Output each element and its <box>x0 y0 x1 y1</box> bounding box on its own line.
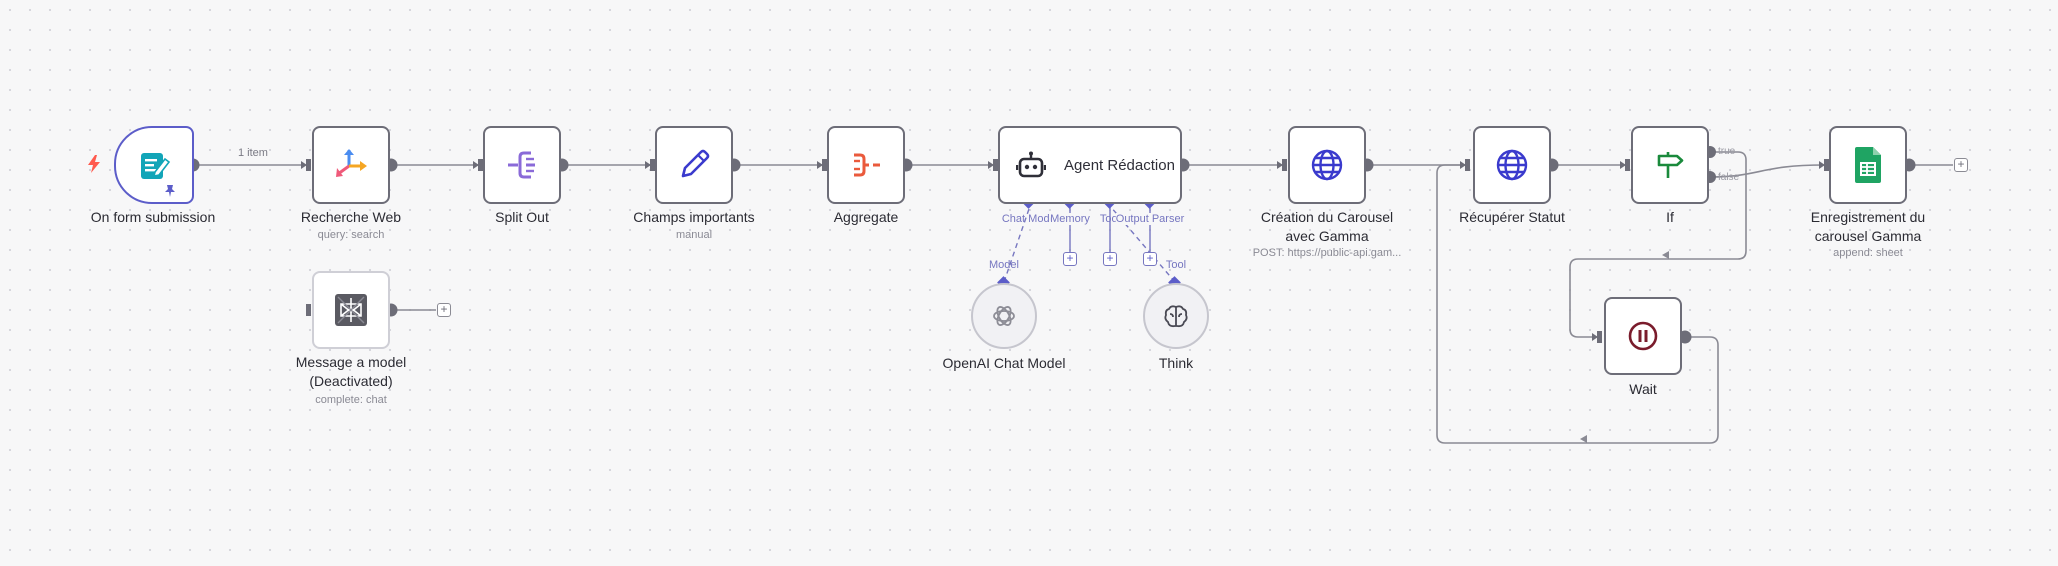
form-trigger-node[interactable] <box>114 126 194 204</box>
form-trigger-label: On form submission <box>90 209 216 225</box>
message-model-label-line1: Message a model <box>295 354 407 370</box>
add-tool-button[interactable]: + <box>1103 252 1117 266</box>
create-carousel-label-line1: Création du Carousel <box>1260 209 1394 225</box>
pause-icon <box>1628 321 1658 351</box>
agent-port-output-parser: Output Parser <box>1115 213 1185 225</box>
split-out-label: Split Out <box>495 209 549 225</box>
create-carousel-node[interactable] <box>1288 126 1366 204</box>
think-node[interactable] <box>1143 283 1209 349</box>
important-fields-sublabel: manual <box>675 229 713 241</box>
message-model-node[interactable] <box>312 271 390 349</box>
pin-icon <box>165 185 175 197</box>
split-out-icon <box>508 151 535 179</box>
if-label: If <box>1666 209 1674 225</box>
web-search-label: Recherche Web <box>300 209 402 225</box>
add-memory-button[interactable]: + <box>1063 252 1077 266</box>
aggregate-icon <box>854 153 880 177</box>
signpost-icon <box>1657 152 1684 178</box>
split-out-node[interactable] <box>483 126 561 204</box>
save-sheet-node[interactable] <box>1829 126 1907 204</box>
think-label: Think <box>1158 355 1194 371</box>
agent-port-tool: Tool <box>1099 213 1121 225</box>
globe-icon <box>1496 149 1528 181</box>
wait-node[interactable] <box>1604 297 1682 375</box>
web-search-node[interactable] <box>312 126 390 204</box>
pencil-icon <box>681 149 710 178</box>
web-search-sublabel: query: search <box>317 229 385 241</box>
perplexity-icon <box>335 294 367 326</box>
create-carousel-sublabel: POST: https://public-api.gam... <box>1252 247 1402 259</box>
openai-model-node[interactable] <box>971 283 1037 349</box>
form-icon <box>141 153 171 179</box>
save-sheet-label-line2: carousel Gamma <box>1814 228 1922 244</box>
important-fields-label: Champs importants <box>633 209 755 225</box>
robot-icon <box>1016 151 1046 178</box>
add-node-after-sheet-button[interactable]: + <box>1954 158 1968 172</box>
get-status-node[interactable] <box>1473 126 1551 204</box>
agent-node[interactable]: Agent Rédaction <box>998 126 1182 204</box>
edge-model-to-agent <box>1003 205 1031 283</box>
wait-label: Wait <box>1629 381 1657 397</box>
aggregate-node[interactable] <box>827 126 905 204</box>
brain-icon <box>1164 305 1188 328</box>
save-sheet-label-line1: Enregistrement du <box>1810 209 1926 225</box>
important-fields-node[interactable] <box>655 126 733 204</box>
globe-icon <box>1311 149 1343 181</box>
agent-title: Agent Rédaction <box>1064 156 1175 174</box>
agent-port-memory: Memory <box>1050 213 1090 225</box>
if-node[interactable] <box>1631 126 1709 204</box>
create-carousel-label-line2: avec Gamma <box>1285 228 1369 244</box>
model-port-label: Model <box>989 259 1019 271</box>
edge-if-false-to-sheet <box>1709 164 1825 178</box>
add-node-after-message-button[interactable]: + <box>437 303 451 317</box>
edge-items-label: 1 item <box>238 147 268 159</box>
edge-wait-loop-back <box>1436 164 1719 444</box>
add-output-parser-button[interactable]: + <box>1143 252 1157 266</box>
save-sheet-sublabel: append: sheet <box>1833 247 1903 259</box>
tool-port-label: Tool <box>1165 259 1187 271</box>
message-model-label-line2: (Deactivated) <box>309 373 393 389</box>
get-status-label: Récupérer Statut <box>1459 209 1565 225</box>
if-true-label: true <box>1718 146 1736 157</box>
edge-if-true-loop <box>1569 151 1747 338</box>
message-model-sublabel: complete: chat <box>315 394 387 406</box>
trigger-bolt-icon <box>88 155 100 173</box>
google-sheets-icon <box>1855 147 1881 183</box>
aggregate-label: Aggregate <box>833 209 899 225</box>
agent-port-chat-model: Chat Model <box>1001 213 1059 225</box>
web-search-icon <box>336 149 367 177</box>
openai-icon <box>993 306 1015 326</box>
if-false-label: false <box>1718 172 1740 183</box>
openai-model-label: OpenAI Chat Model <box>942 355 1066 371</box>
